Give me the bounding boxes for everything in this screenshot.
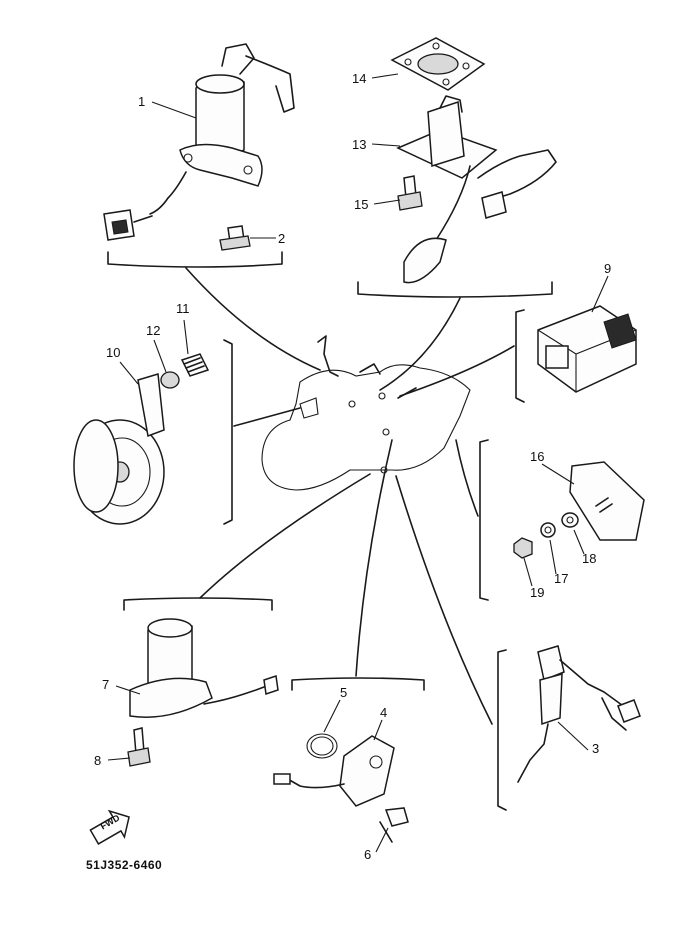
part-1-relay-assembly: [103, 43, 295, 241]
callout-6: 6: [364, 847, 372, 862]
part-2-bolt: [219, 225, 251, 251]
part-10-horn: [73, 373, 165, 525]
part-16-regulator: [569, 461, 645, 541]
part-15-bolt: [397, 175, 423, 211]
callout-5: 5: [340, 685, 348, 700]
callout-9: 9: [604, 261, 612, 276]
frame-outline: [261, 335, 471, 491]
part-19-nut: [513, 537, 533, 559]
bracket-14: [357, 281, 553, 298]
part-6-screw: [379, 807, 409, 843]
callout-2: 2: [278, 231, 286, 246]
part-3-switch: [517, 645, 641, 783]
part-7-cylinder: [129, 618, 279, 718]
callout-10: 10: [106, 345, 121, 360]
part-4-sensor: [273, 735, 395, 807]
part-12-nut: [160, 371, 180, 389]
callout-8: 8: [94, 753, 102, 768]
fwd-arrow-icon: [89, 809, 130, 845]
callout-7: 7: [102, 677, 110, 692]
callout-12: 12: [146, 323, 161, 338]
part-18-washer: [561, 512, 579, 528]
callout-1: 1: [138, 94, 146, 109]
callout-14: 14: [352, 71, 367, 86]
bracket-10: [223, 339, 233, 525]
callout-13: 13: [352, 137, 367, 152]
part-14-gasket: [390, 37, 486, 91]
callout-17: 17: [554, 571, 569, 586]
bracket-4: [291, 677, 425, 691]
bracket-1: [107, 251, 283, 268]
part-17-washer: [540, 522, 556, 538]
callout-4: 4: [380, 705, 388, 720]
part-5-oring: [306, 733, 338, 759]
bracket-3: [497, 649, 507, 811]
bracket-9: [515, 309, 525, 403]
callout-11: 11: [176, 301, 190, 316]
part-11-bolt: [180, 353, 210, 377]
callout-18: 18: [582, 551, 597, 566]
callout-3: 3: [592, 741, 600, 756]
callout-16: 16: [530, 449, 545, 464]
bracket-7: [123, 597, 273, 611]
part-13-fuel-sender: [396, 95, 557, 284]
callout-15: 15: [354, 197, 369, 212]
bracket-16: [479, 439, 489, 601]
part-8-bolt: [127, 727, 151, 767]
part-9-relay: [537, 305, 637, 393]
callout-19: 19: [530, 585, 545, 600]
diagram-code: 51J352-6460: [86, 858, 163, 872]
